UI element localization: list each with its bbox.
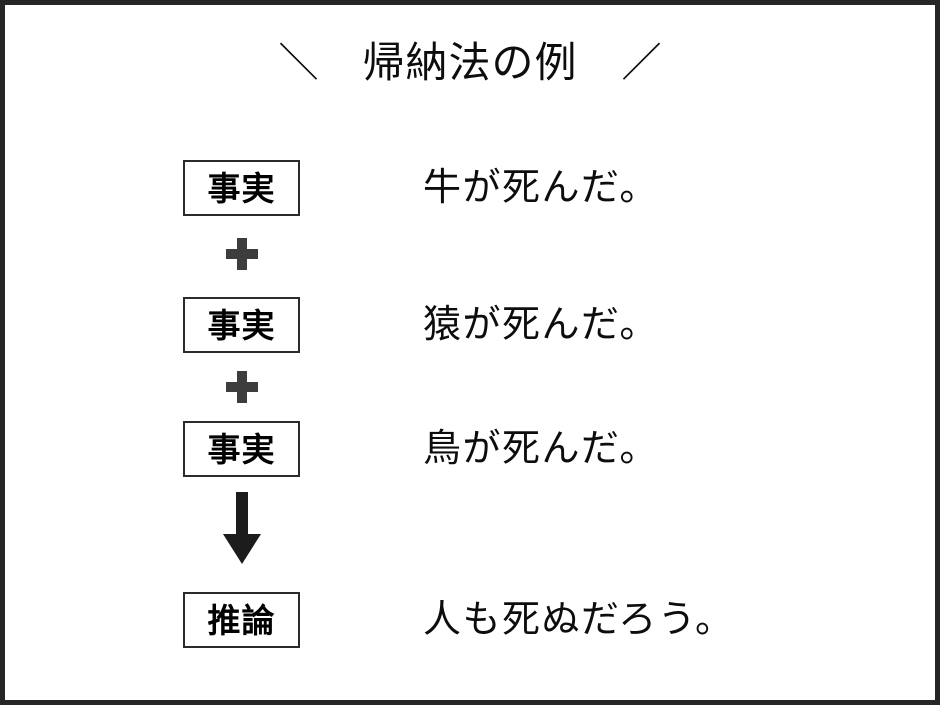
title-text: 帰納法の例 [362, 39, 578, 86]
title-right-slash-icon: ／ [621, 41, 662, 85]
fact-badge-label-1: 事実 [207, 169, 276, 207]
fact-statement-2: 猿が死んだ。 [423, 304, 659, 346]
slide-title: ＼ 帰納法の例 ／ [5, 31, 935, 95]
inference-statement: 人も死ぬだろう。 [423, 599, 735, 641]
slide-canvas: ＼ 帰納法の例 ／ 事実 牛が死んだ。 事実 猿が死んだ。 [5, 5, 935, 700]
down-arrow-head [223, 534, 261, 564]
fact-badge-3: 事実 [183, 421, 300, 477]
fact-badge-1: 事実 [183, 160, 300, 216]
title-left-slash-icon: ＼ [278, 41, 319, 85]
inference-row: 推論 人も死ぬだろう。 [5, 592, 935, 648]
plus-icon-vertical-bar-1 [237, 238, 247, 270]
inference-badge: 推論 [183, 592, 300, 648]
fact-badge-2: 事実 [183, 297, 300, 353]
down-arrow-shaft [236, 492, 248, 536]
plus-icon-vertical-bar-2 [237, 371, 247, 403]
down-arrow-icon [218, 492, 266, 564]
plus-connector-1 [222, 234, 262, 274]
fact-badge-label-3: 事実 [207, 430, 276, 468]
fact-badge-label-2: 事実 [207, 306, 276, 344]
fact-row-3: 事実 鳥が死んだ。 [5, 421, 935, 477]
fact-row-2: 事実 猿が死んだ。 [5, 297, 935, 353]
plus-connector-2 [222, 367, 262, 407]
fact-statement-1: 牛が死んだ。 [423, 167, 659, 209]
fact-row-1: 事実 牛が死んだ。 [5, 160, 935, 216]
fact-statement-3: 鳥が死んだ。 [423, 428, 659, 470]
inference-badge-label: 推論 [207, 601, 276, 639]
